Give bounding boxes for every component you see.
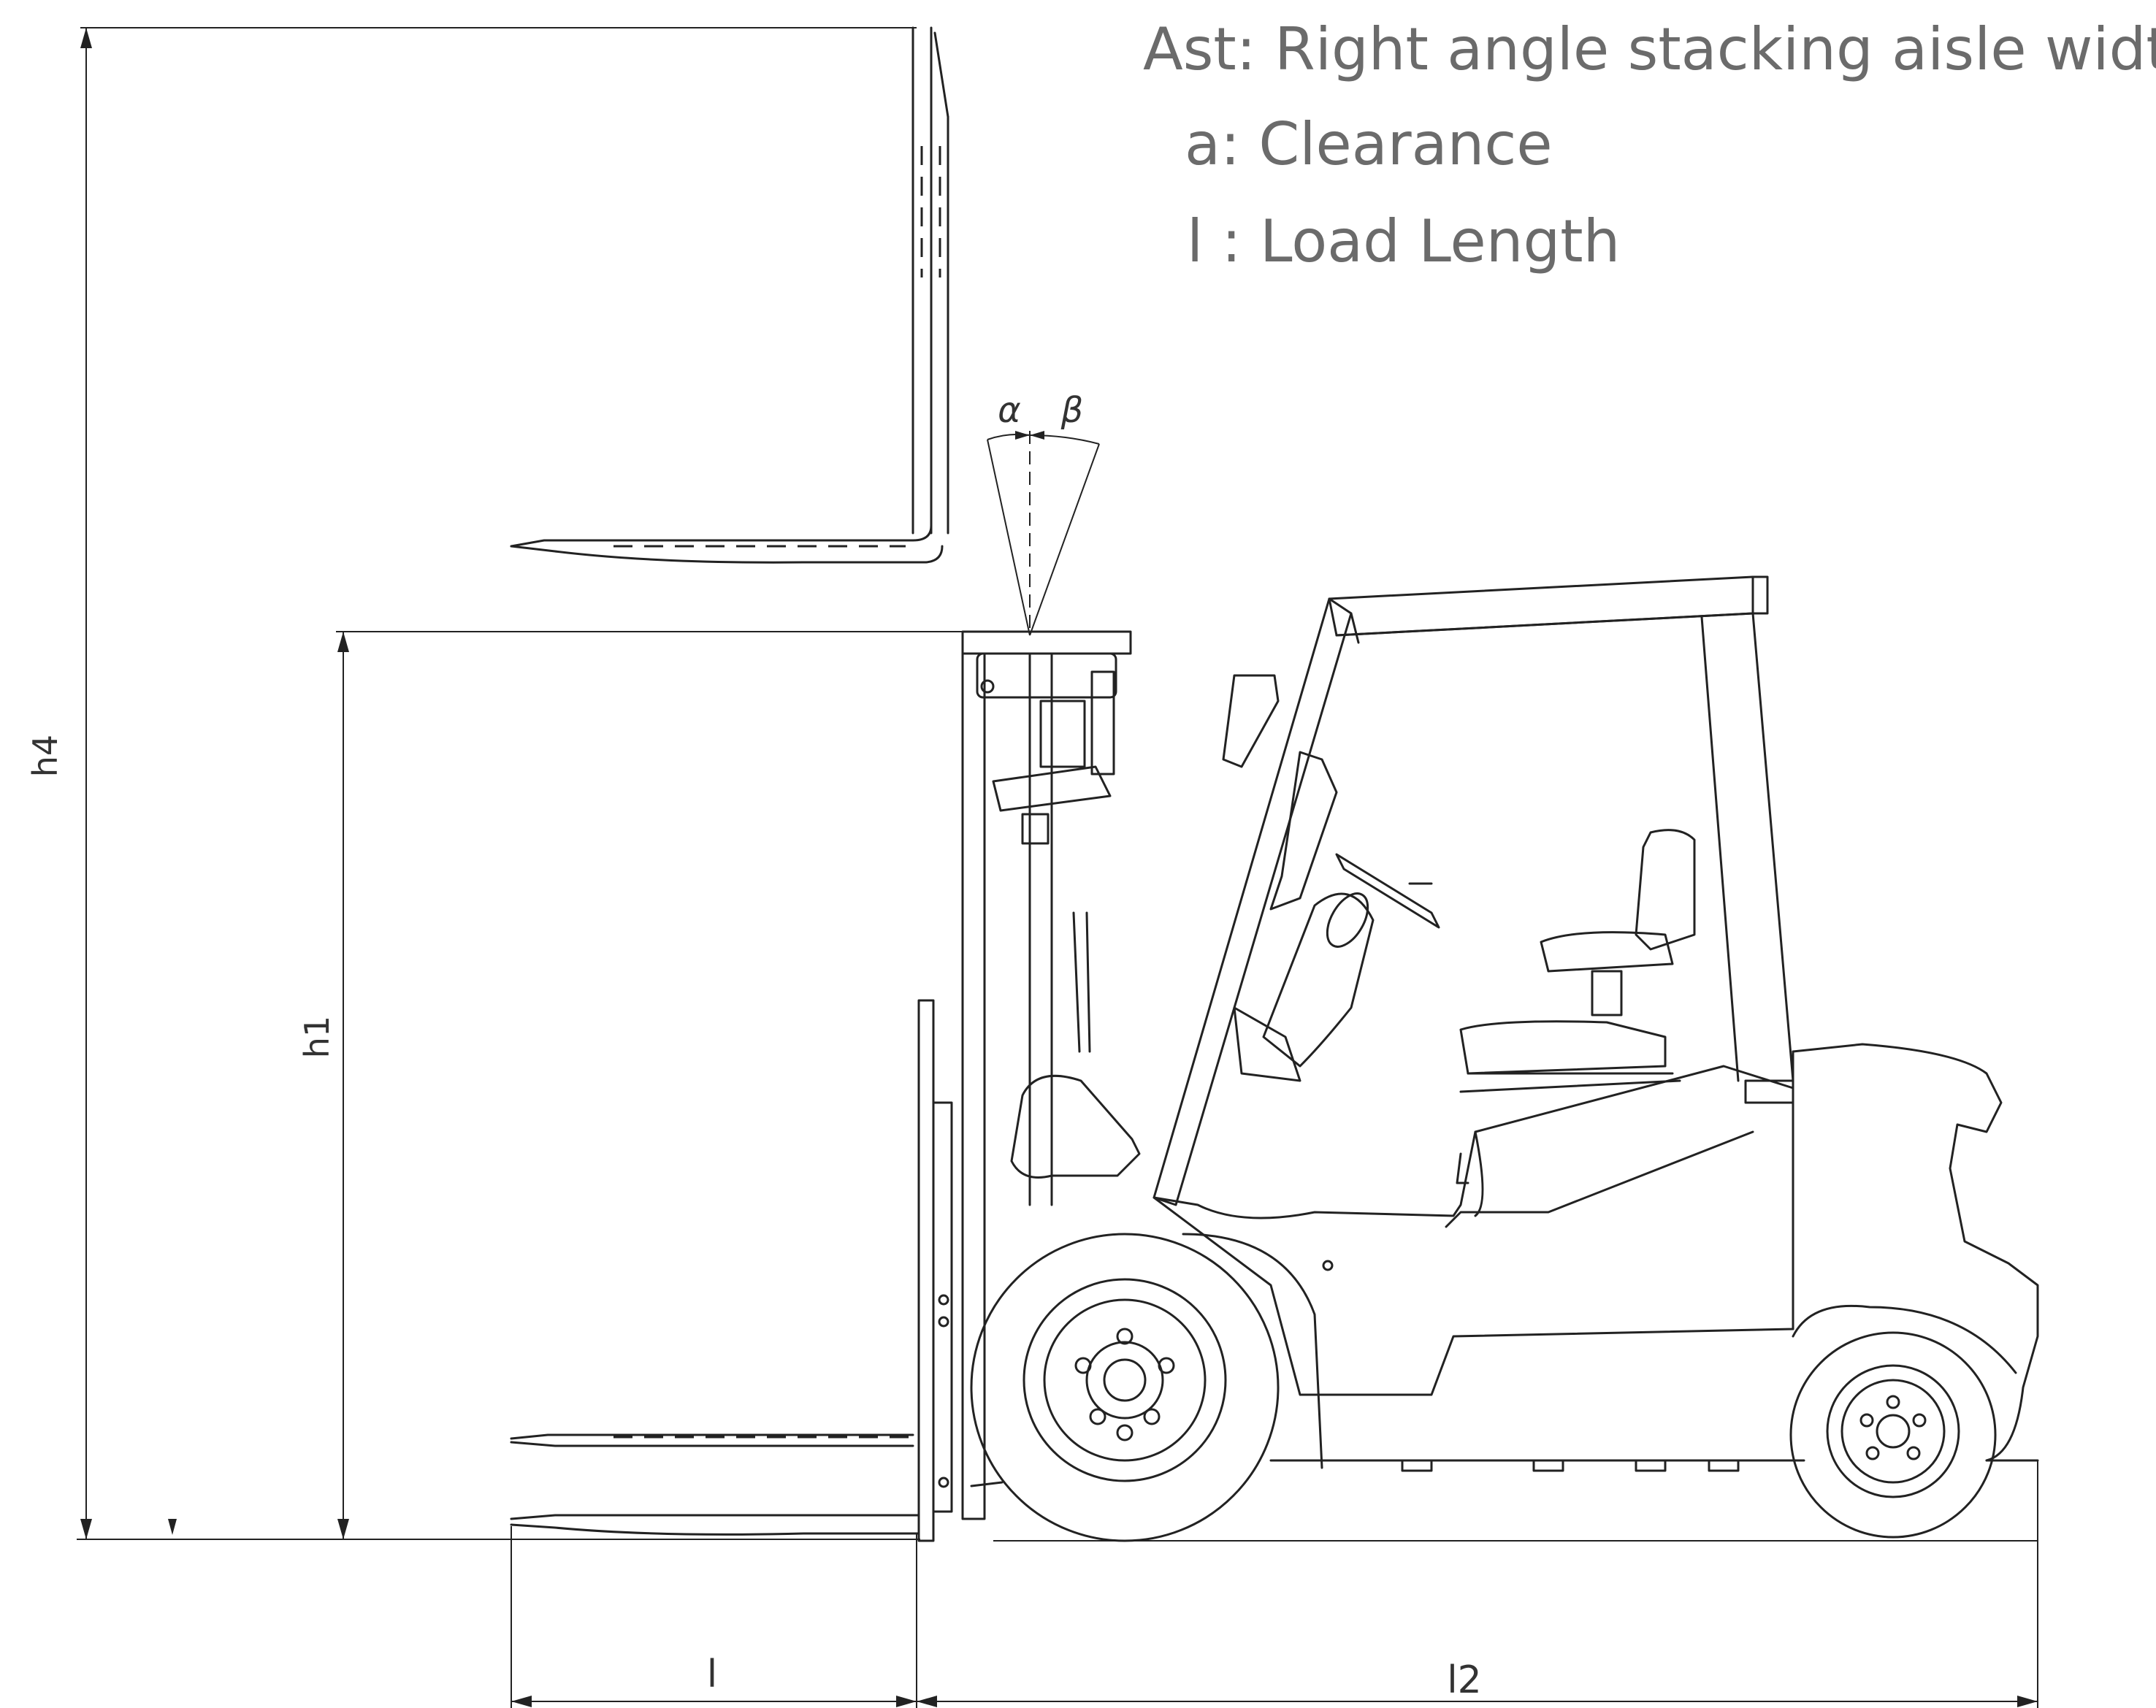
legend-clearance: a: Clearance bbox=[1185, 110, 1553, 178]
load-length-label: l bbox=[707, 1653, 717, 1696]
l2-label: l2 bbox=[1447, 1658, 1482, 1702]
seat bbox=[1459, 829, 1696, 1093]
lower-fork bbox=[510, 999, 953, 1542]
legend-load-length: l : Load Length bbox=[1187, 207, 1620, 275]
legend-ast: Ast: Right angle stacking aisle width bbox=[1143, 15, 2156, 83]
small-marker bbox=[168, 1519, 177, 1535]
h1-dimension: h1 bbox=[297, 631, 964, 1539]
beta-label: β bbox=[1060, 390, 1084, 431]
h4-dimension: h4 bbox=[26, 27, 917, 1539]
overhead-guard bbox=[1152, 575, 1794, 1206]
length-dimensions: l l2 bbox=[511, 1460, 2038, 1708]
steering-wheel bbox=[1233, 853, 1440, 1082]
mast bbox=[961, 630, 1132, 1520]
front-wheel bbox=[970, 1233, 1323, 1542]
h4-label: h4 bbox=[26, 735, 65, 777]
raised-fork bbox=[510, 26, 949, 564]
h1-label: h1 bbox=[297, 1016, 337, 1058]
chassis bbox=[970, 1043, 2039, 1487]
alpha-label: α bbox=[998, 390, 1021, 431]
tilt-angle-indicator: α β bbox=[987, 390, 1100, 636]
rear-wheel bbox=[1789, 1304, 2017, 1539]
